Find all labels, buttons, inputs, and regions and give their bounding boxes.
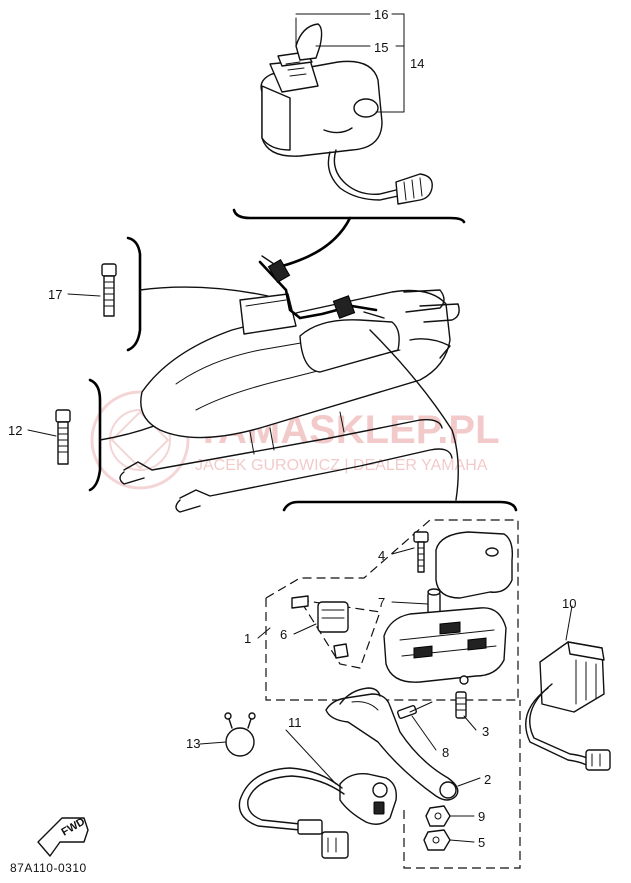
callout-11: 11 <box>288 715 302 730</box>
lever-bracket <box>383 607 507 685</box>
bolt-4 <box>413 531 429 573</box>
connector-10 <box>525 641 611 771</box>
clip-13 <box>224 712 256 757</box>
screw-8 <box>397 701 433 719</box>
watermark-subtitle: JACEK GUROWICZ | DEALER YAMAHA <box>195 457 488 474</box>
assembly-outline-1 <box>265 519 519 701</box>
cable-tie-17 <box>101 263 117 317</box>
leader-14-bracket <box>375 13 405 113</box>
callout-13: 13 <box>186 736 201 751</box>
throttle-housing-assembly <box>260 23 433 205</box>
callout-3: 3 <box>482 724 490 739</box>
callout-6: 6 <box>280 627 288 642</box>
snowmobile-body <box>119 255 460 513</box>
frame-17 <box>126 236 142 352</box>
callout-15: 15 <box>374 40 389 55</box>
callout-5: 5 <box>478 835 486 850</box>
watermark-logo <box>90 390 190 490</box>
cable-tie-12 <box>55 409 71 465</box>
callout-7: 7 <box>378 595 386 610</box>
assembly-outline-6 <box>298 599 381 669</box>
nut-9 <box>425 805 451 827</box>
callout-16: 16 <box>374 7 389 22</box>
callout-17: 17 <box>48 287 63 302</box>
callout-1: 1 <box>244 631 252 646</box>
callout-leaders <box>27 293 573 843</box>
diagram-code: 87A110-0310 <box>10 861 87 875</box>
fwd-arrow-icon <box>37 817 89 857</box>
switch-6 <box>291 595 349 659</box>
frame-12 <box>88 378 102 492</box>
pointer-lower <box>369 329 459 501</box>
detail-pointer-top <box>280 216 352 268</box>
lever-cover <box>435 531 514 599</box>
pointer-17 <box>139 286 269 297</box>
bolt-3 <box>455 691 467 719</box>
detail-frame-bottom <box>282 500 518 512</box>
nut-5 <box>423 829 451 851</box>
callout-2: 2 <box>484 772 492 787</box>
brake-lever-2 <box>325 687 459 801</box>
assembly-outline-2 <box>403 700 521 869</box>
callout-9: 9 <box>478 809 486 824</box>
callout-12: 12 <box>8 423 23 438</box>
callout-8: 8 <box>442 745 450 760</box>
callout-4: 4 <box>378 548 386 563</box>
callout-14: 14 <box>410 56 425 71</box>
brake-switch-11 <box>238 767 397 859</box>
callout-10: 10 <box>562 596 577 611</box>
